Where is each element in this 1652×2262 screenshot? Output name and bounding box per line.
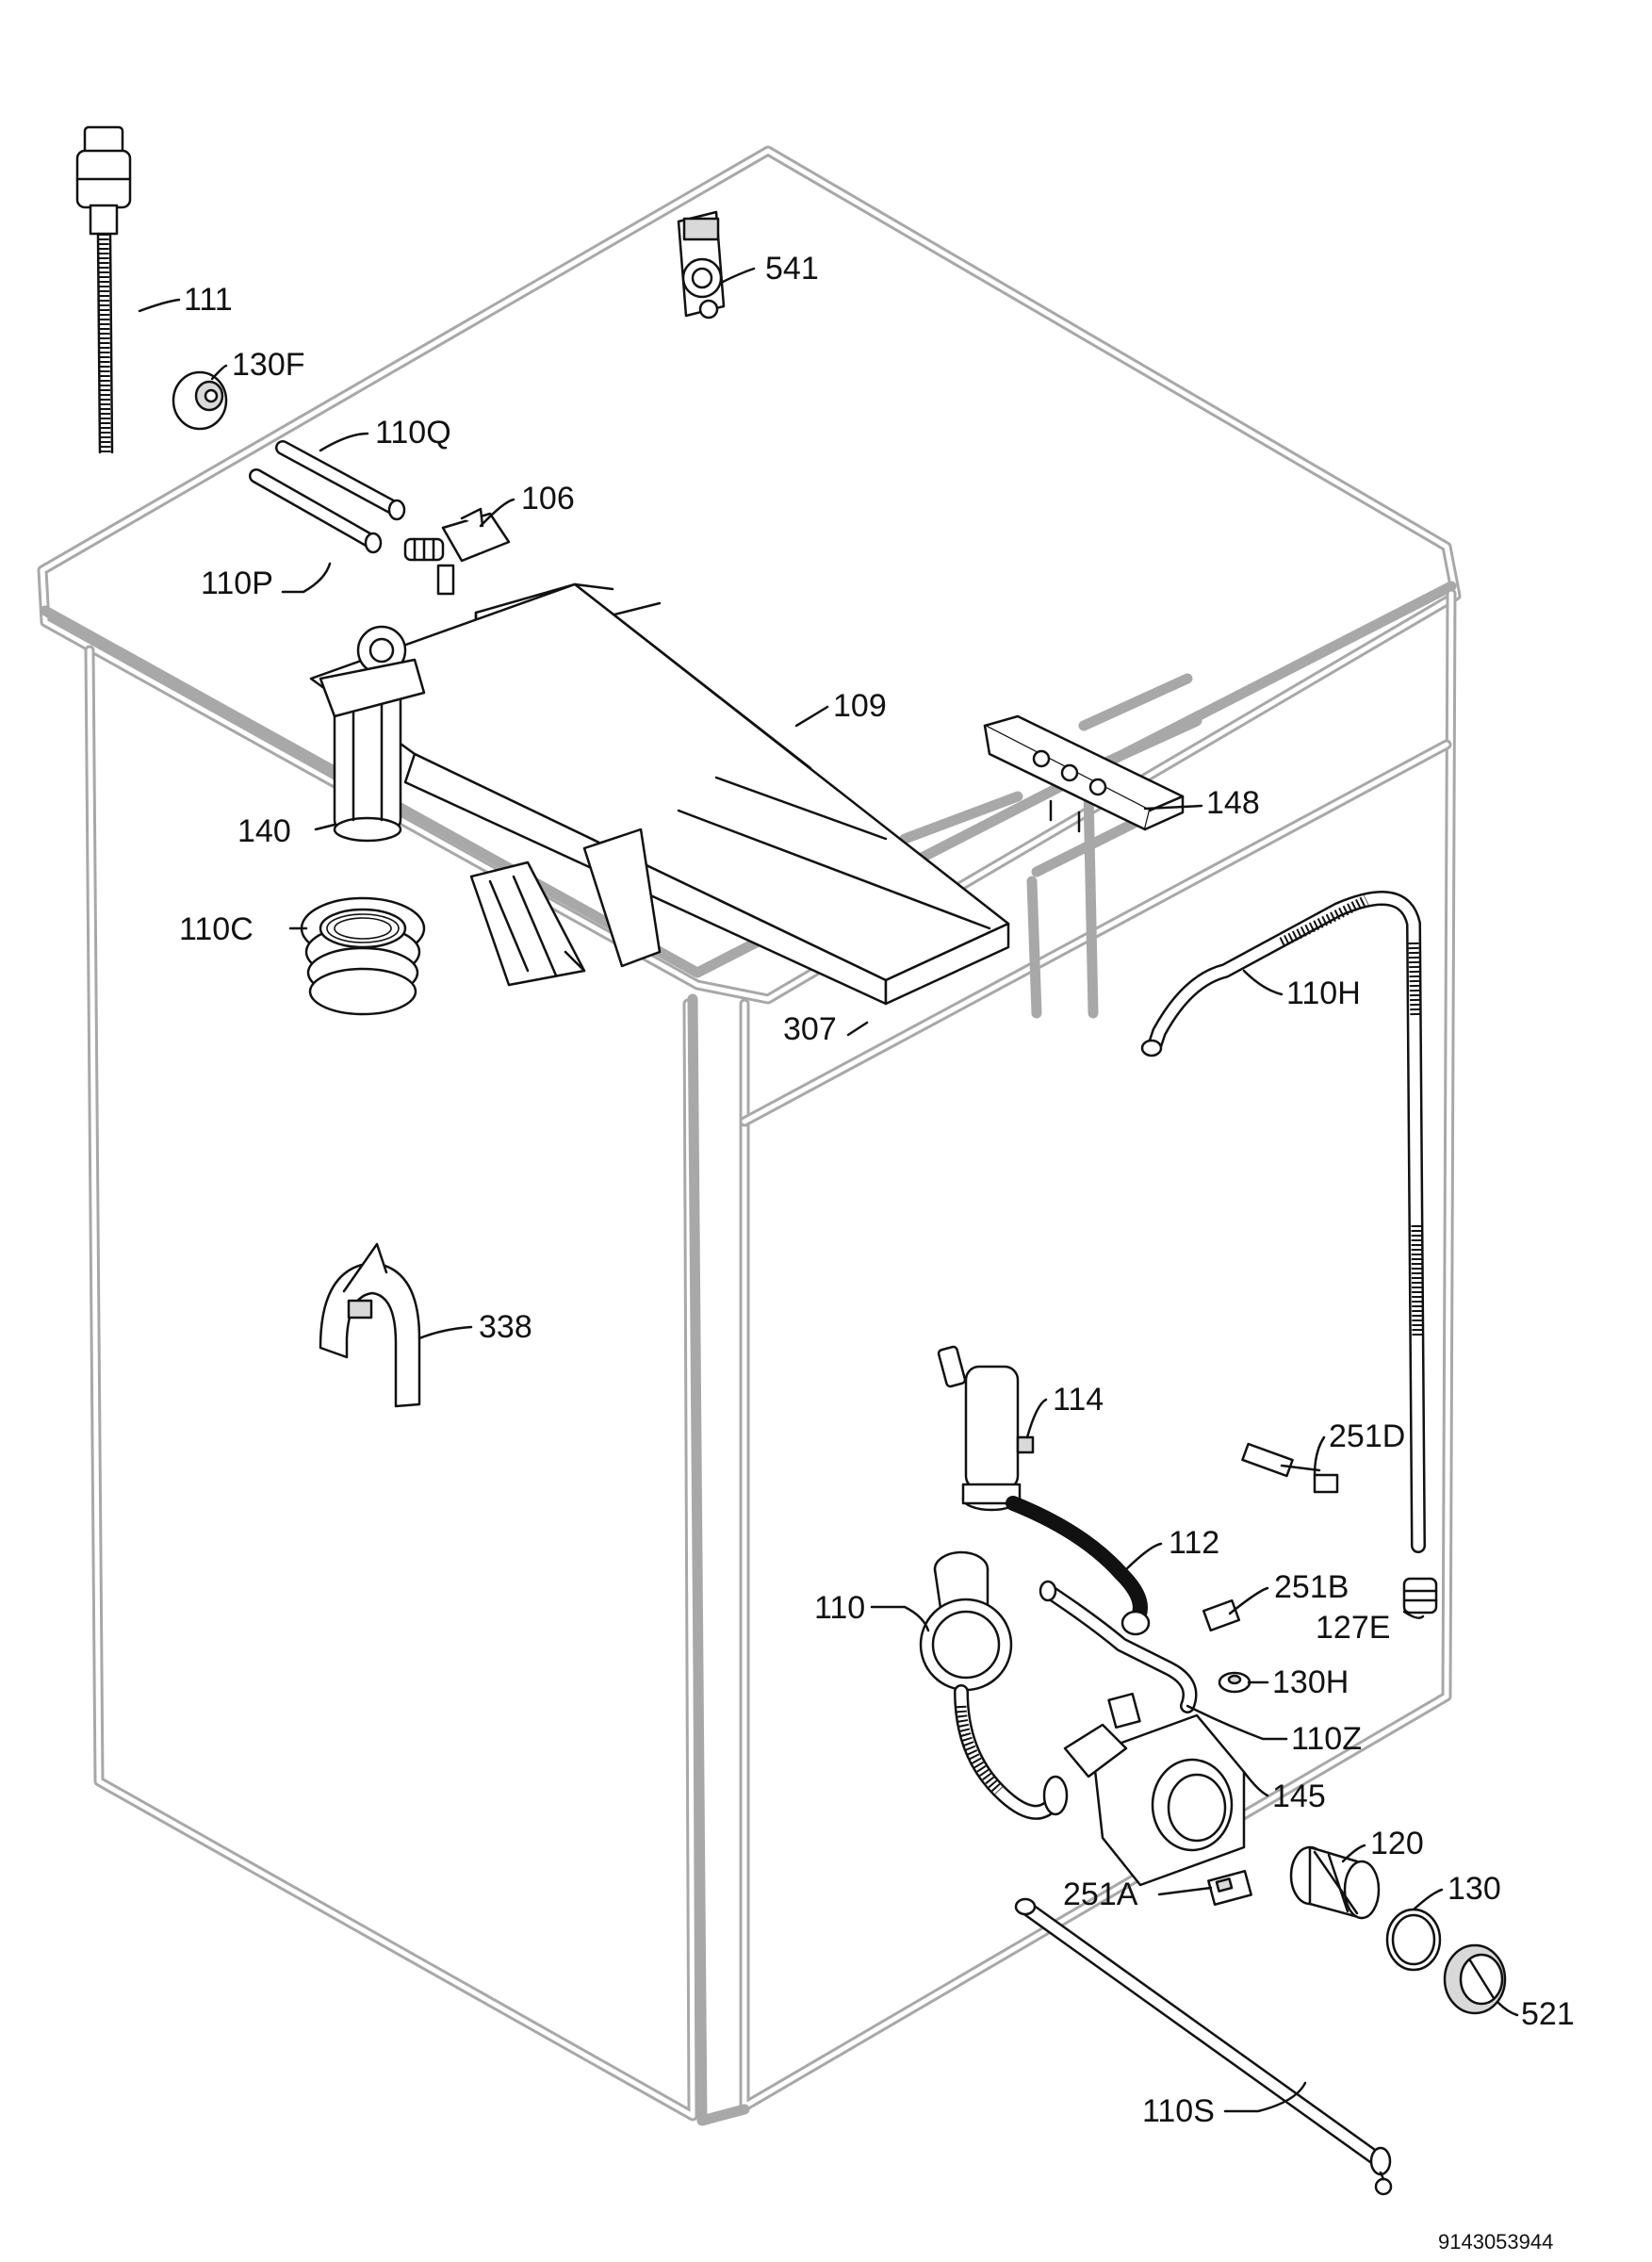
- label-251D: 251D: [1329, 1418, 1405, 1454]
- label-541: 541: [765, 251, 819, 287]
- part-541-bracket: [677, 210, 726, 320]
- part-labels: 111 541 130F 110Q 106 110P 109 148 140 1…: [179, 251, 1575, 2129]
- label-109: 109: [833, 688, 887, 724]
- label-338: 338: [479, 1309, 532, 1345]
- part-111-inlet-hose: [75, 125, 132, 454]
- part-110Q-hose: [275, 440, 406, 521]
- label-148: 148: [1206, 785, 1260, 821]
- label-110Z: 110Z: [1291, 1721, 1362, 1757]
- label-130F: 130F: [232, 347, 305, 383]
- label-251A: 251A: [1063, 1877, 1138, 1912]
- cabinet-outline: [37, 145, 1462, 2126]
- part-120-filter: [1289, 1845, 1381, 1920]
- label-110Q: 110Q: [375, 415, 451, 451]
- label-127E: 127E: [1316, 1610, 1390, 1646]
- part-114-pressure-chamber: [937, 1345, 1035, 1512]
- part-110-sump-hose: [919, 1550, 1069, 1820]
- part-110Z-hose: [1039, 1580, 1198, 1713]
- label-110P: 110P: [201, 566, 273, 601]
- label-110: 110: [814, 1590, 865, 1626]
- part-251D-harness: [1241, 1442, 1339, 1494]
- part-110P-hose: [249, 468, 383, 554]
- label-114: 114: [1053, 1382, 1104, 1418]
- label-111: 111: [184, 282, 233, 318]
- part-110S-emergency-hose: [1014, 1897, 1393, 2196]
- part-130-o-ring: [1385, 1908, 1442, 1972]
- part-145-pump-housing: [1063, 1692, 1246, 1887]
- part-251B-connector: [1202, 1598, 1241, 1632]
- label-110S: 110S: [1142, 2093, 1215, 2129]
- label-112: 112: [1169, 1525, 1219, 1561]
- part-521-filter-cap: [1443, 1943, 1507, 2015]
- part-106-valve: [403, 507, 511, 596]
- part-148-handle: [983, 714, 1185, 833]
- label-521: 521: [1521, 1996, 1575, 2032]
- part-110H-drain-hose: [1140, 891, 1426, 1553]
- label-140: 140: [237, 813, 291, 849]
- part-140-siphon: [319, 625, 426, 843]
- label-130H: 130H: [1272, 1664, 1349, 1700]
- document-number: 9143053944: [1438, 2230, 1553, 2254]
- part-112-corrugated-hose: [1006, 1496, 1151, 1636]
- part-307-dispenser-housing: [309, 582, 1010, 1006]
- leader-lines: [138, 267, 1519, 2113]
- part-127E-cap: [1402, 1577, 1438, 1615]
- part-130F-nut: [172, 370, 228, 431]
- label-251B: 251B: [1274, 1569, 1349, 1605]
- part-338-hose-guide: [319, 1242, 421, 1408]
- part-130H-grommet: [1218, 1671, 1251, 1694]
- label-130: 130: [1448, 1871, 1501, 1907]
- label-110H: 110H: [1286, 975, 1361, 1011]
- label-145: 145: [1272, 1778, 1326, 1814]
- label-110C: 110C: [179, 911, 254, 947]
- part-251A-connector: [1207, 1870, 1252, 1906]
- part-110C-bellows: [300, 896, 426, 1016]
- label-106: 106: [521, 481, 575, 516]
- label-120: 120: [1370, 1826, 1424, 1861]
- label-307: 307: [783, 1011, 837, 1047]
